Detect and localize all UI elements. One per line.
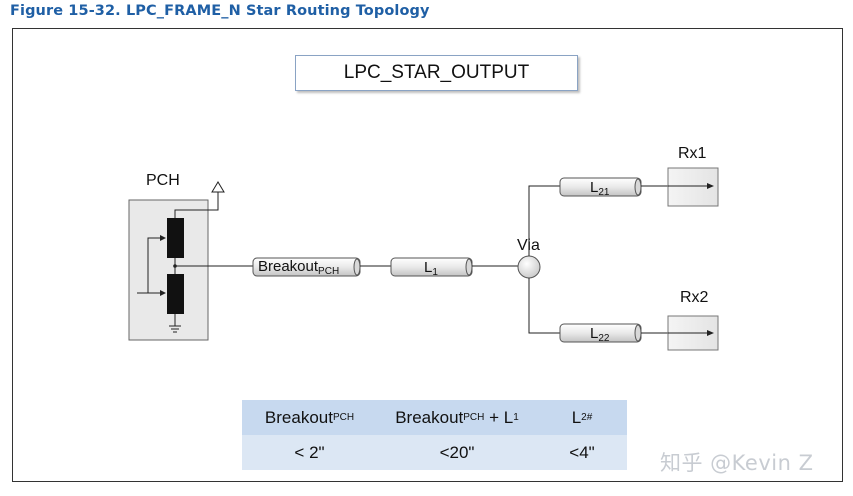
gate-drive-line	[147, 237, 165, 294]
pch-label: PCH	[146, 172, 180, 189]
gate-arrow-lower-icon	[160, 290, 166, 296]
supply-arrow-icon	[211, 181, 225, 193]
l1-label: L1	[424, 259, 438, 278]
rx2-label: Rx2	[680, 289, 709, 306]
rx1-label: Rx1	[678, 145, 707, 162]
l22-label: L22	[590, 325, 610, 344]
pch-supply-line	[174, 192, 219, 218]
via-label: Via	[517, 237, 540, 254]
value-l2: <4"	[569, 442, 595, 462]
l21-label: L21	[590, 179, 610, 198]
figure-caption: Figure 15-32. LPC_FRAME_N Star Routing T…	[10, 3, 430, 19]
figure-frame	[12, 28, 843, 482]
breakout-label: BreakoutPCH	[258, 258, 340, 277]
table-row: < 2" <20" <4"	[242, 435, 627, 470]
topology-title-box: LPC_STAR_OUTPUT	[295, 55, 578, 91]
gate-arrow-upper-icon	[160, 235, 166, 241]
via-circle	[517, 255, 541, 279]
rx1-arrow-icon	[707, 183, 714, 189]
rx2-arrow-icon	[707, 330, 714, 336]
value-breakout: < 2"	[294, 442, 325, 462]
watermark: 知乎 @Kevin Z	[660, 451, 814, 475]
value-breakout-plus-l1: <20"	[439, 442, 475, 462]
trace-via-to-l22	[528, 278, 562, 334]
pch-driver-lower	[167, 274, 184, 314]
trace-via-to-l21	[528, 185, 562, 256]
pch-driver-upper	[167, 218, 184, 258]
